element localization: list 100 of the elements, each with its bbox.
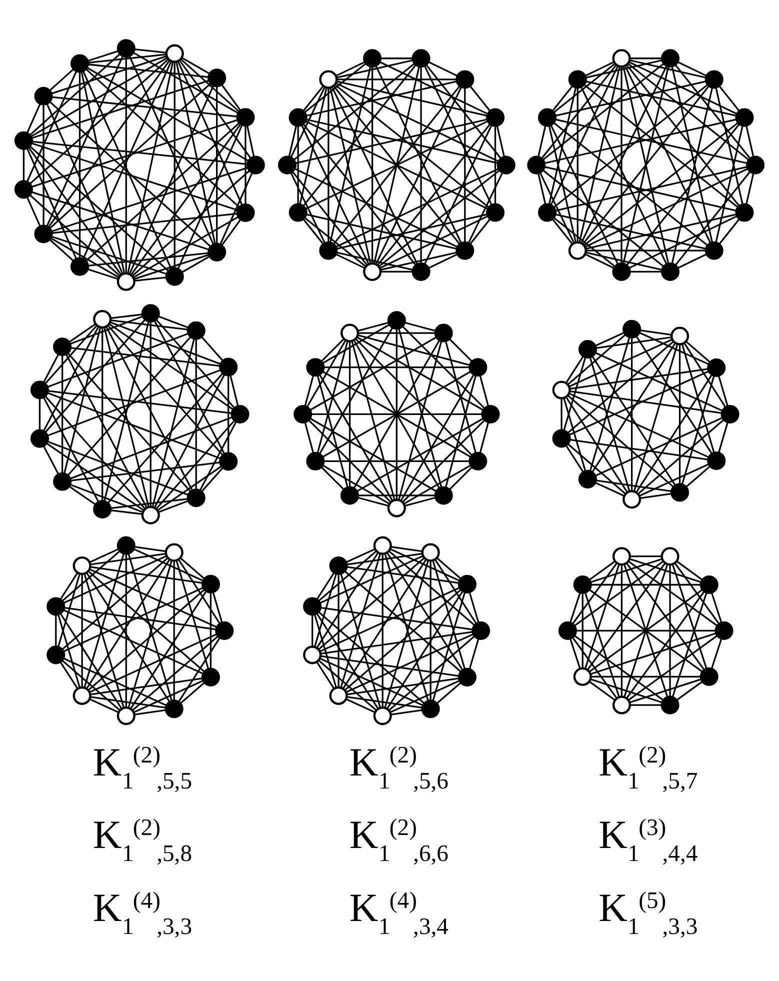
connector — [57, 614, 80, 688]
connector — [150, 321, 152, 506]
connector — [448, 338, 472, 362]
connector — [228, 375, 230, 453]
connector — [49, 68, 74, 91]
connector — [576, 88, 578, 242]
connector — [328, 87, 330, 242]
node-circle — [72, 556, 92, 574]
connector — [336, 80, 488, 116]
node-circle — [165, 266, 184, 286]
connector — [48, 59, 170, 228]
node-circle — [434, 323, 453, 342]
node-circle — [481, 404, 500, 424]
connector — [542, 169, 664, 267]
connector — [555, 80, 706, 116]
connector — [86, 558, 170, 689]
connector — [715, 88, 744, 204]
node-circle — [306, 358, 325, 376]
connector — [86, 572, 170, 702]
connector — [554, 122, 708, 246]
connector — [156, 419, 236, 509]
node-circle — [700, 666, 718, 686]
connector — [134, 679, 204, 712]
connector — [336, 82, 500, 162]
connector — [176, 60, 216, 244]
connector — [355, 338, 473, 456]
node-circle — [373, 536, 392, 554]
connector — [470, 218, 491, 244]
node-circle — [363, 262, 382, 280]
connector — [299, 88, 328, 204]
connector — [590, 583, 701, 586]
connector — [710, 592, 722, 622]
node-circle — [558, 620, 577, 640]
node-circle — [568, 70, 587, 88]
connector — [110, 498, 188, 509]
connector — [89, 548, 119, 562]
connector — [127, 61, 174, 274]
connector — [89, 568, 218, 628]
connector — [563, 356, 586, 430]
connector — [396, 328, 398, 499]
node-circle — [746, 155, 765, 174]
node-circle — [93, 499, 112, 518]
connector — [336, 60, 366, 76]
node-circle — [53, 472, 72, 490]
connector — [52, 96, 238, 117]
node-circle — [468, 451, 488, 470]
connector — [584, 167, 748, 248]
connector — [584, 84, 738, 208]
node-circle — [373, 706, 392, 725]
connector — [316, 375, 348, 488]
node-circle — [30, 428, 50, 448]
node-circle — [412, 48, 430, 68]
connector — [314, 572, 337, 646]
connector — [29, 58, 169, 184]
node-circle — [735, 202, 754, 222]
connector — [718, 85, 740, 112]
connector — [178, 558, 220, 624]
node-circle — [434, 486, 453, 504]
connector — [671, 66, 713, 242]
connector — [88, 268, 118, 280]
connector — [404, 321, 436, 332]
connector — [555, 213, 706, 250]
connector — [90, 566, 202, 584]
connector — [479, 374, 490, 406]
connector — [633, 343, 678, 492]
connector — [84, 573, 125, 708]
connector — [26, 102, 41, 133]
node-circle — [116, 272, 136, 290]
connector — [494, 126, 496, 204]
connector — [134, 48, 166, 53]
node-circle — [340, 323, 360, 342]
node-circle — [186, 320, 206, 340]
connector — [88, 63, 208, 78]
node-circle — [612, 262, 631, 280]
connector — [63, 608, 204, 674]
connector — [46, 55, 124, 226]
connector — [346, 632, 474, 692]
node-circle — [612, 546, 631, 566]
node-circle — [387, 498, 406, 517]
node-circle — [552, 380, 571, 399]
connector — [63, 586, 204, 652]
connector — [358, 332, 436, 334]
connector — [49, 238, 74, 262]
connector — [627, 62, 750, 160]
connector — [305, 120, 488, 210]
node-circle — [93, 309, 112, 328]
node-circle — [496, 155, 516, 174]
connector — [468, 591, 480, 622]
connector — [595, 481, 624, 496]
connector — [319, 327, 393, 454]
connector — [344, 570, 462, 672]
connector — [26, 196, 41, 226]
connector — [177, 124, 243, 268]
node-circle — [288, 202, 308, 222]
connector — [468, 172, 504, 243]
connector — [572, 636, 618, 698]
connector — [107, 372, 223, 503]
connector — [630, 57, 662, 59]
connector — [674, 171, 750, 266]
connector — [541, 64, 617, 158]
